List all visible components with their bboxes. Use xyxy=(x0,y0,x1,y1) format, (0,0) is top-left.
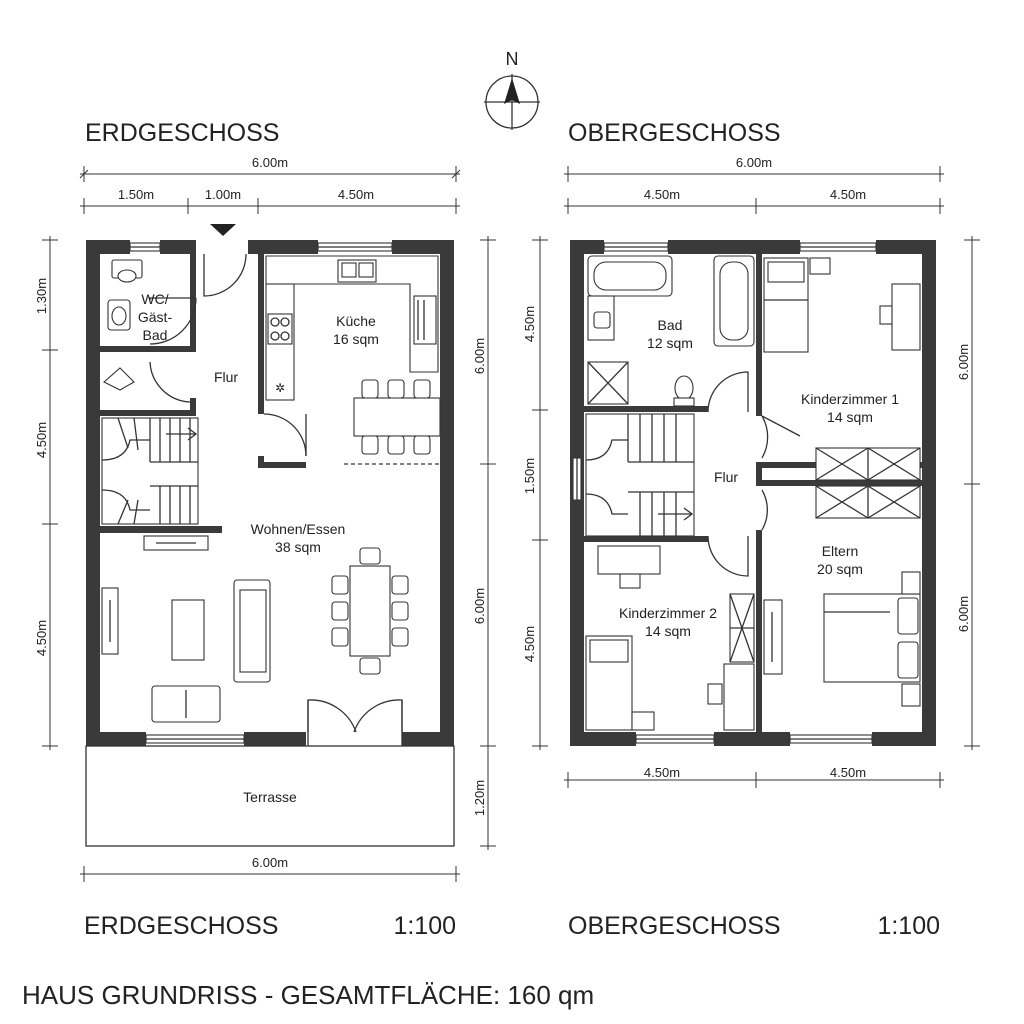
ground-floor-walls xyxy=(86,240,454,746)
gf-dim-right-1: 6.00m xyxy=(472,338,487,374)
ground-floor-scale: 1:100 xyxy=(393,912,456,940)
gf-dim-top-b: 1.00m xyxy=(205,187,241,202)
room-kinderzimmer-1: Kinderzimmer 1 xyxy=(801,391,899,407)
room-kueche: Küche xyxy=(336,313,376,329)
uf-dim-right-1: 6.00m xyxy=(956,344,971,380)
uf-dim-top-total: 6.00m xyxy=(736,155,772,170)
entrance-arrow-icon xyxy=(210,224,236,236)
uf-dim-bottom-b: 4.50m xyxy=(830,765,866,780)
gf-dim-top-total: 6.00m xyxy=(252,155,288,170)
room-wohnen: Wohnen/Essen xyxy=(251,521,346,537)
uf-dim-right-2: 6.00m xyxy=(956,596,971,632)
upper-floor-dimensions: 6.00m 4.50m 4.50m 4.50m 1.50m 4.50m 6.00… xyxy=(522,155,980,788)
gf-dim-top-c: 4.50m xyxy=(338,187,374,202)
room-wohnen-area: 38 sqm xyxy=(275,539,321,555)
gf-dim-right-3: 1.20m xyxy=(472,780,487,816)
uf-dim-top-b: 4.50m xyxy=(830,187,866,202)
ground-floor-room-labels: WC/ Gäst- Bad Flur Küche 16 sqm Wohnen/E… xyxy=(138,291,379,805)
ground-floor-title: ERDGESCHOSS xyxy=(85,119,279,147)
ground-floor-scale-title: ERDGESCHOSS xyxy=(84,912,278,940)
room-kinderzimmer-2: Kinderzimmer 2 xyxy=(619,605,717,621)
uf-dim-top-a: 4.50m xyxy=(644,187,680,202)
room-flur-ground: Flur xyxy=(214,369,238,385)
ground-floor-windows xyxy=(129,242,393,744)
upper-floor-room-labels: Bad 12 sqm Kinderzimmer 1 14 sqm Flur El… xyxy=(619,317,899,639)
room-wc-line2: Gäst- xyxy=(138,309,173,325)
upper-floor-doors xyxy=(707,371,801,577)
gf-dim-left-2: 4.50m xyxy=(34,422,49,458)
uf-dim-left-1: 4.50m xyxy=(522,306,537,342)
room-bad: Bad xyxy=(658,317,683,333)
room-wc-line3: Bad xyxy=(143,327,168,343)
room-bad-area: 12 sqm xyxy=(647,335,693,351)
room-wc-line1: WC/ xyxy=(141,291,168,307)
terrace-outline xyxy=(85,745,455,847)
gf-dim-left-1: 1.30m xyxy=(34,278,49,314)
ground-floor-dimensions: 6.00m 1.50m 1.00m 4.50m 1.30m 4.50m 4.50… xyxy=(34,155,496,882)
upper-floor-title: OBERGESCHOSS xyxy=(568,119,781,147)
upper-floor-scale-title: OBERGESCHOSS xyxy=(568,912,781,940)
room-kinderzimmer-2-area: 14 sqm xyxy=(645,623,691,639)
uf-dim-left-3: 4.50m xyxy=(522,626,537,662)
upper-floor-furniture xyxy=(585,255,921,731)
gf-dim-right-2: 6.00m xyxy=(472,588,487,624)
north-arrow-icon: N xyxy=(484,49,540,130)
gf-dim-left-3: 4.50m xyxy=(34,620,49,656)
room-eltern: Eltern xyxy=(822,543,859,559)
extractor-icon: ✲ xyxy=(275,381,285,395)
upper-floor-scale: 1:100 xyxy=(877,912,940,940)
gf-dim-top-a: 1.50m xyxy=(118,187,154,202)
ground-floor-doors xyxy=(149,224,403,746)
upper-floor-windows xyxy=(572,242,877,744)
room-kueche-area: 16 sqm xyxy=(333,331,379,347)
room-kinderzimmer-1-area: 14 sqm xyxy=(827,409,873,425)
room-eltern-area: 20 sqm xyxy=(817,561,863,577)
compass-label: N xyxy=(506,49,519,69)
ground-floor-furniture: ✲ xyxy=(101,255,441,723)
footer-title: HAUS GRUNDRISS - GESAMTFLÄCHE: 160 qm xyxy=(22,980,594,1010)
room-flur-upper: Flur xyxy=(714,469,738,485)
uf-dim-left-2: 1.50m xyxy=(522,458,537,494)
uf-dim-bottom-a: 4.50m xyxy=(644,765,680,780)
gf-dim-bottom-total: 6.00m xyxy=(252,855,288,870)
room-terrasse: Terrasse xyxy=(243,789,297,805)
